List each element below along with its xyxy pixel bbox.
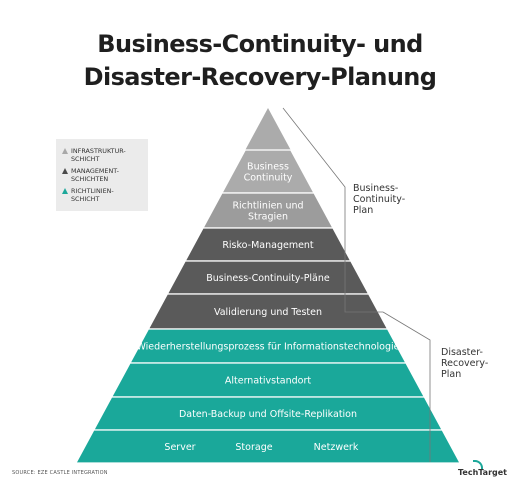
base-item-label: Server bbox=[164, 442, 195, 453]
pyramid-layer-label: Validierung und Testen bbox=[214, 307, 322, 318]
triangle-icon bbox=[62, 188, 68, 194]
legend-item-management: Management- schichten bbox=[62, 167, 142, 183]
pyramid-apex bbox=[245, 108, 291, 150]
pyramid-layer-label: Wiederherstellungsprozess für Informatio… bbox=[136, 342, 399, 353]
bracket-lines bbox=[282, 107, 431, 462]
title-line-2: Disaster-Recovery-Planung bbox=[83, 63, 437, 91]
business-continuity-bracket bbox=[282, 107, 383, 313]
legend-label: Richtlinien- schicht bbox=[71, 187, 114, 203]
base-item-label: Storage bbox=[235, 442, 272, 453]
legend: Infrastruktur- schicht Management- schic… bbox=[56, 139, 148, 211]
legend-item-infrastructure: Infrastruktur- schicht bbox=[62, 147, 142, 163]
legend-label: Management- schichten bbox=[71, 167, 119, 183]
title-line-1: Business-Continuity- und bbox=[97, 30, 423, 58]
business-continuity-plan-label: Business- Continuity- Plan bbox=[353, 183, 406, 216]
triangle-icon bbox=[62, 148, 68, 154]
disaster-recovery-bracket bbox=[382, 311, 431, 462]
techtarget-logo-icon bbox=[473, 460, 483, 470]
pyramid-layer-label: Alternativstandort bbox=[225, 376, 312, 387]
disaster-recovery-plan-label: Disaster- Recovery- Plan bbox=[441, 347, 489, 380]
page-title: Business-Continuity- und Disaster-Recove… bbox=[0, 28, 520, 94]
legend-item-policy: Richtlinien- schicht bbox=[62, 187, 142, 203]
triangle-icon bbox=[62, 168, 68, 174]
pyramid-layer-label: Daten-Backup und Offsite-Replikation bbox=[179, 409, 357, 420]
pyramid-layer-label: Business-Continuity-Pläne bbox=[206, 273, 330, 284]
base-item-label: Netzwerk bbox=[314, 442, 359, 453]
legend-label: Infrastruktur- schicht bbox=[71, 147, 126, 163]
pyramid-layer-label: Risko-Management bbox=[222, 240, 314, 251]
techtarget-logo: TechTarget bbox=[458, 468, 508, 477]
pyramid-base-layer bbox=[74, 429, 462, 464]
source-note: SOURCE: EZE CASTLE INTEGRATION bbox=[12, 470, 108, 476]
